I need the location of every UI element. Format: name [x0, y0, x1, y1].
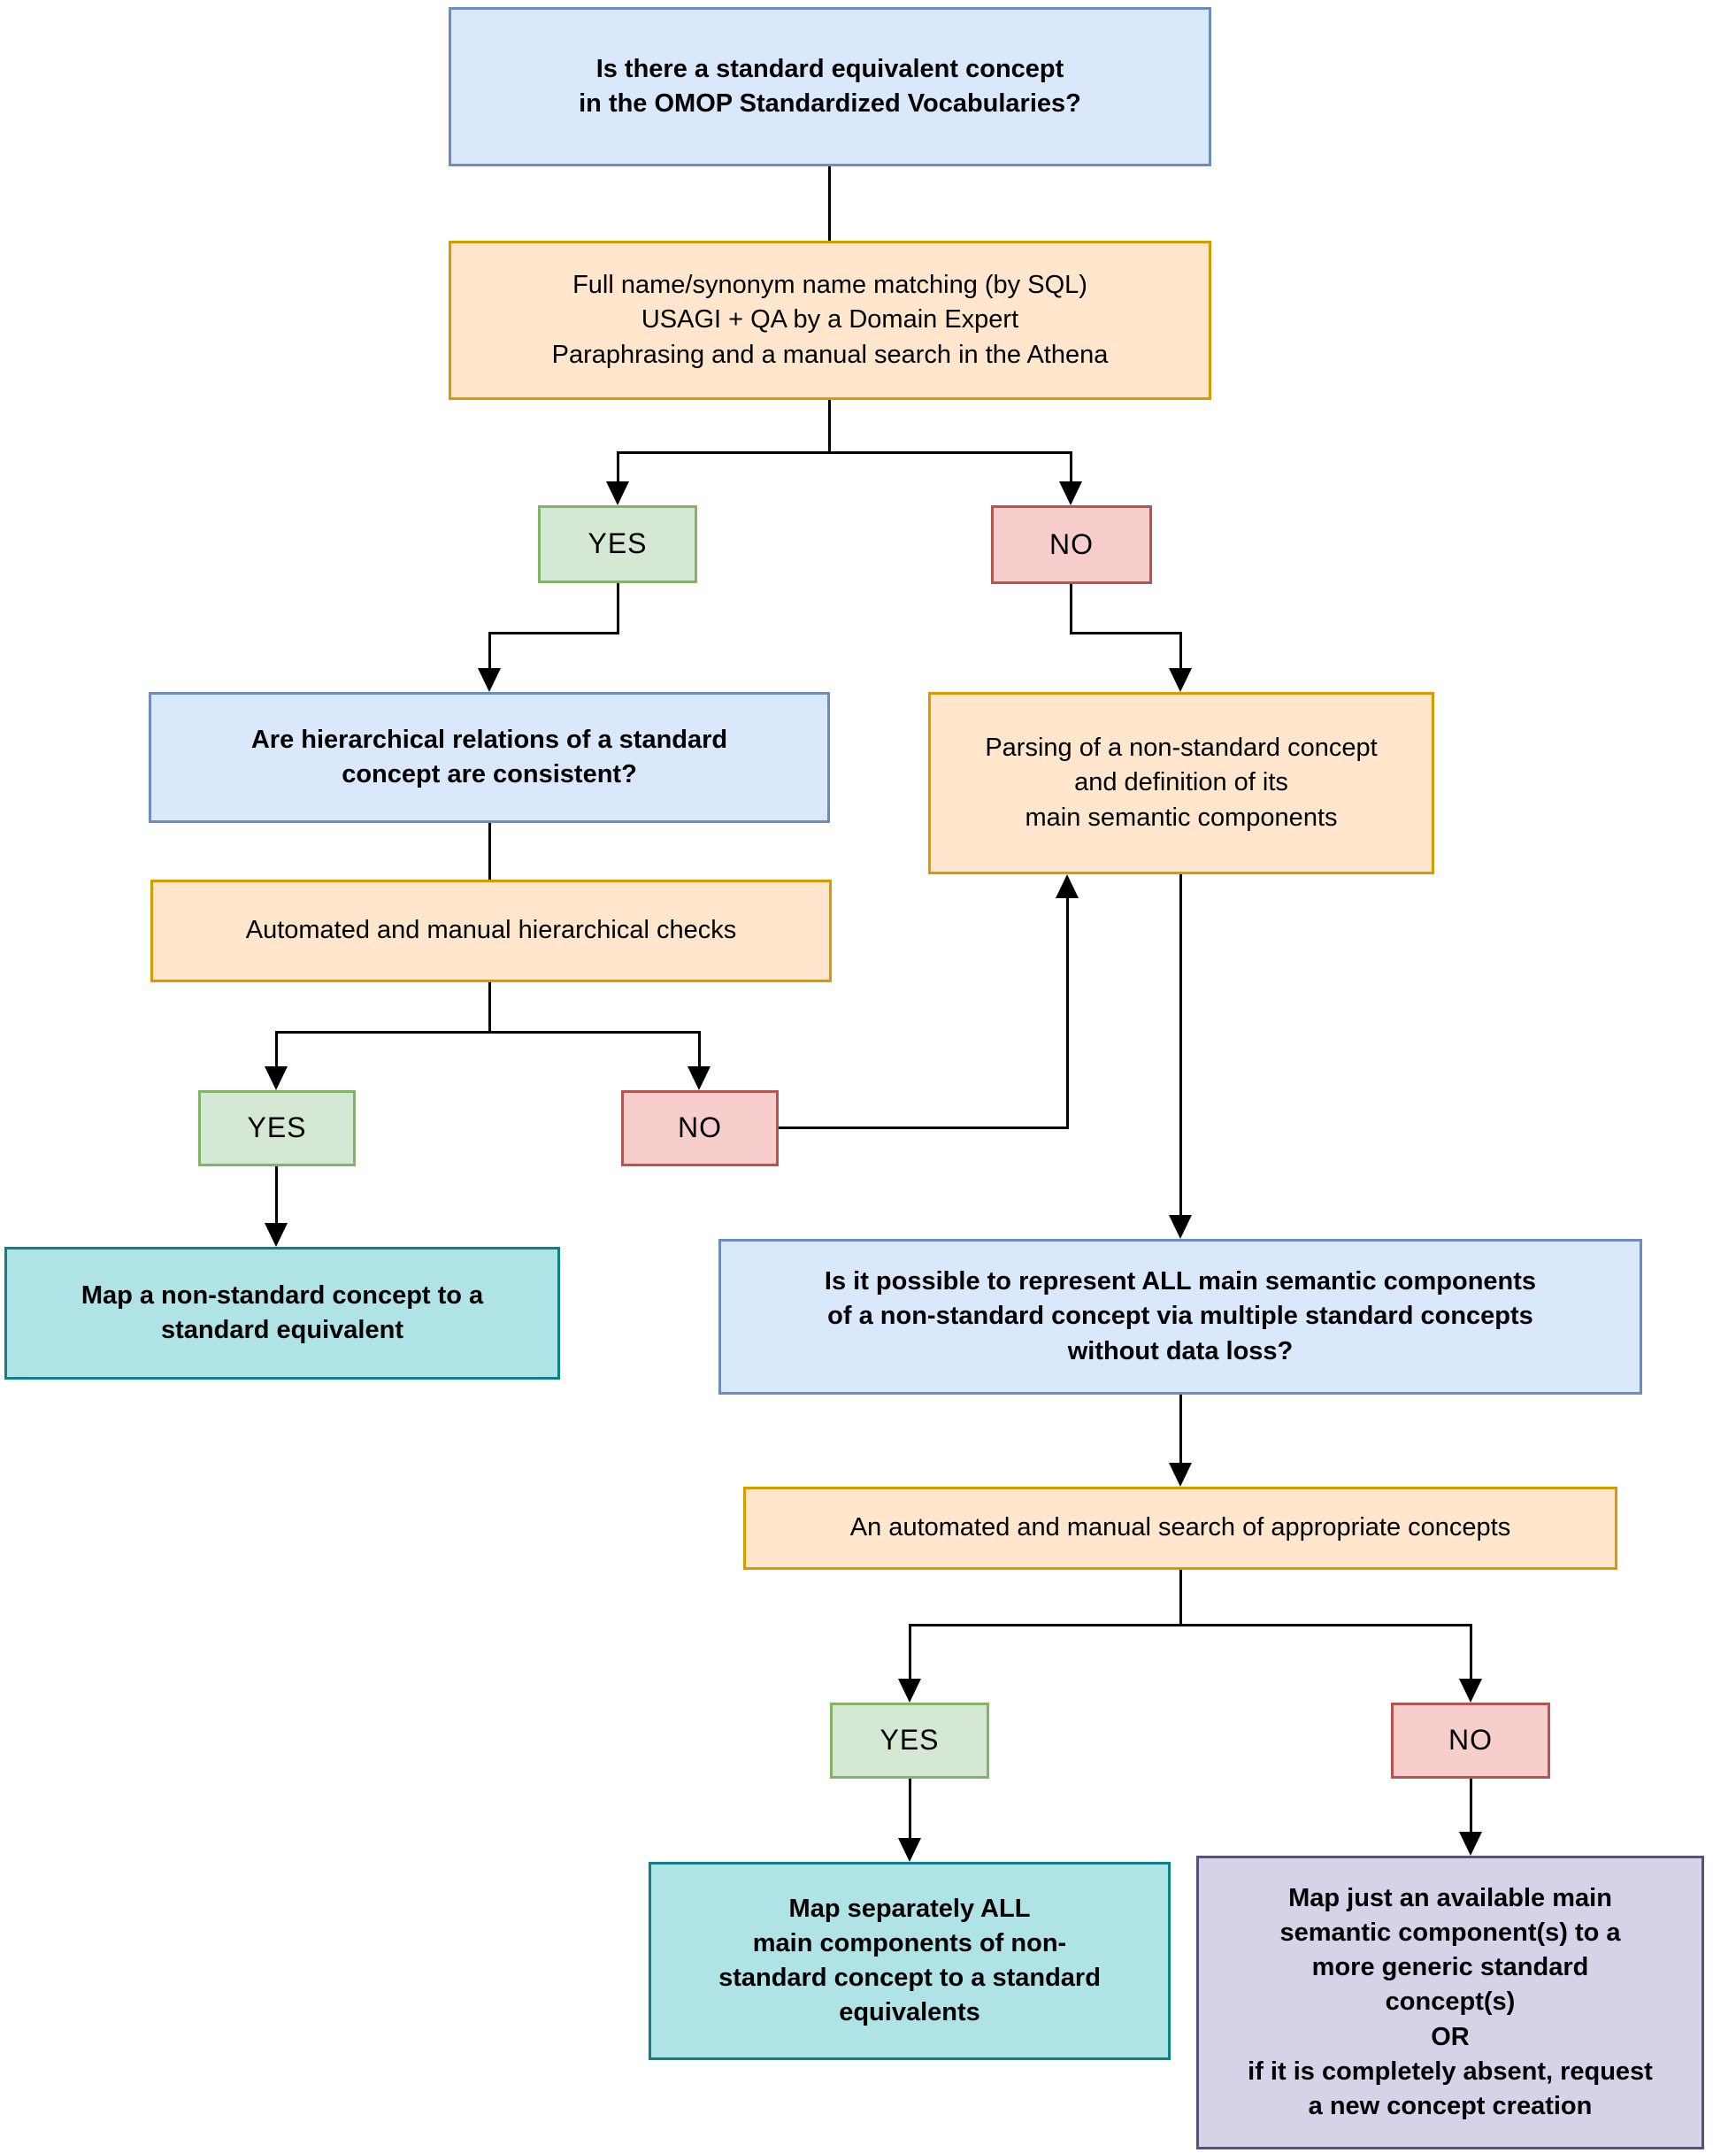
arrowhead-into-p4	[1169, 1463, 1192, 1487]
branch-yes-1: YES	[538, 505, 697, 583]
process-hierarchical-checks: Automated and manual hierarchical checks	[150, 880, 832, 982]
result-map-to-standard-equivalent: Map a non-standard concept to a standard…	[4, 1247, 560, 1380]
branch-no-2: NO	[621, 1090, 779, 1166]
arrowhead-into-yes2	[265, 1066, 288, 1090]
edge-p2-split-bar	[275, 1031, 701, 1034]
arrowhead-into-p3-bottom	[1056, 874, 1079, 898]
branch-no-3: NO	[1391, 1703, 1550, 1779]
edge-p3-q3	[1179, 874, 1182, 1218]
arrowhead-into-r1	[265, 1223, 288, 1247]
question-represent-all-components: Is it possible to represent ALL main sem…	[718, 1239, 1642, 1395]
arrowhead-into-no1	[1059, 481, 1082, 505]
edge-split2-no	[698, 1031, 701, 1066]
edge-q2-p2	[488, 823, 491, 880]
arrowhead-into-yes1	[606, 481, 629, 505]
edge-no1-right	[1070, 632, 1182, 634]
edge-no2-feedback-up	[1066, 897, 1069, 1129]
arrowhead-into-r3	[1459, 1832, 1482, 1856]
edge-split1-no	[1070, 451, 1072, 483]
edge-p1-split-stem	[828, 400, 831, 453]
result-map-generic-or-request-new-concept: Map just an available main semantic comp…	[1196, 1856, 1704, 2149]
arrowhead-into-p3	[1169, 668, 1192, 692]
edge-no1-down	[1070, 584, 1072, 634]
edge-q3-p4	[1179, 1395, 1182, 1465]
edge-split3-no	[1470, 1624, 1472, 1680]
edge-split1-yes	[617, 451, 619, 483]
edge-yes1-left	[488, 632, 619, 634]
edge-yes1-into-q2	[488, 632, 491, 669]
edge-p2-split-stem	[488, 982, 491, 1034]
arrowhead-into-q3	[1169, 1215, 1192, 1239]
edge-yes3-r2	[909, 1779, 911, 1839]
edge-split3-yes	[909, 1624, 911, 1680]
edge-p4-split-bar	[909, 1624, 1471, 1626]
edge-p4-split-stem	[1179, 1570, 1182, 1626]
process-search-appropriate-concepts: An automated and manual search of approp…	[743, 1487, 1617, 1570]
branch-yes-2: YES	[198, 1090, 356, 1166]
arrowhead-into-no2	[687, 1066, 711, 1090]
arrowhead-into-yes3	[898, 1679, 921, 1703]
process-parsing-non-standard-concept: Parsing of a non-standard concept and de…	[928, 692, 1434, 874]
edge-p1-split-bar	[617, 451, 1072, 454]
arrowhead-into-no3	[1459, 1679, 1482, 1703]
arrowhead-into-q2	[478, 668, 501, 692]
edge-split2-yes	[275, 1031, 278, 1066]
question-standard-equivalent-exists: Is there a standard equivalent concept i…	[449, 7, 1211, 166]
branch-no-1: NO	[991, 505, 1152, 584]
edge-yes1-down	[617, 583, 619, 634]
result-map-separately-all-components: Map separately ALL main components of no…	[649, 1862, 1171, 2060]
edge-q1-p1	[828, 166, 831, 241]
process-name-matching: Full name/synonym name matching (by SQL)…	[449, 241, 1211, 400]
arrowhead-into-r2	[898, 1838, 921, 1862]
edge-no1-into-p3	[1179, 632, 1182, 669]
branch-yes-3: YES	[830, 1703, 989, 1779]
edge-no2-feedback-right	[779, 1126, 1069, 1129]
edge-yes2-r1	[275, 1166, 278, 1223]
question-hierarchical-relations-consistent: Are hierarchical relations of a standard…	[149, 692, 830, 823]
edge-no3-r3	[1470, 1779, 1472, 1834]
